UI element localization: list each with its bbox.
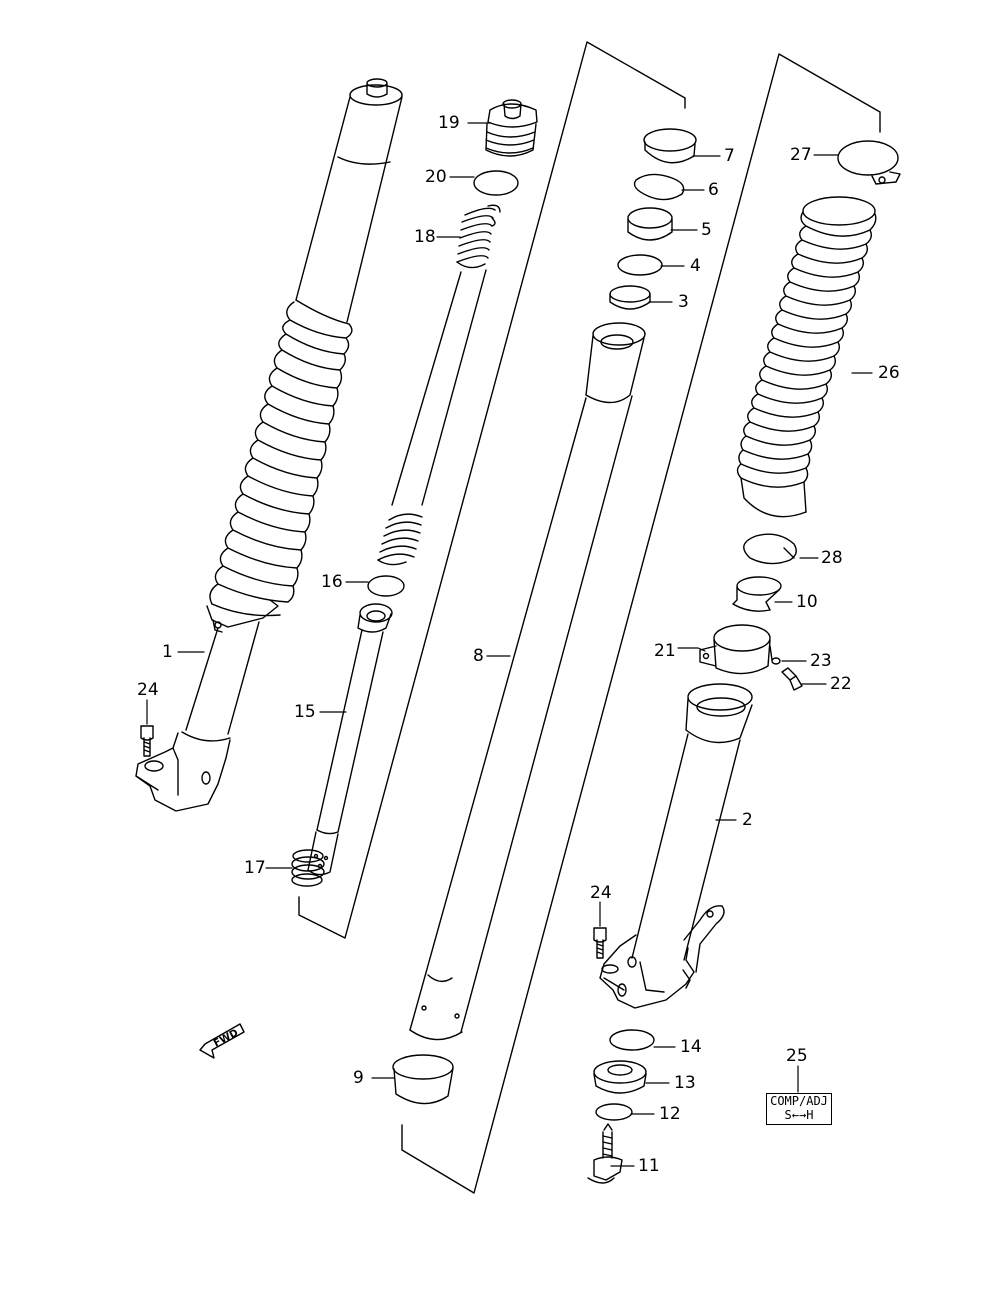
bolt-part-24-right <box>593 927 607 959</box>
label-part-28: 28 <box>821 548 843 568</box>
bushing-part-9 <box>392 1054 454 1105</box>
label-part-25: 25 <box>786 1046 808 1066</box>
label-part-6: 6 <box>708 180 719 200</box>
screw-part-22 <box>781 667 803 691</box>
label-part-4: 4 <box>690 256 701 276</box>
bushing-part-10 <box>732 576 782 612</box>
label-part-22: 22 <box>830 674 852 694</box>
label-part-1: 1 <box>162 642 173 662</box>
label-part-24-left: 24 <box>137 680 159 700</box>
washer-part-4 <box>617 254 663 276</box>
label-part-7: 7 <box>724 146 735 166</box>
leader-lines <box>146 122 873 1167</box>
boot-clamp-part-21 <box>699 624 773 675</box>
fork-bellows <box>209 301 353 617</box>
label-part-15: 15 <box>294 702 316 722</box>
label-part-23: 23 <box>810 651 832 671</box>
hose-clamp-part-27 <box>837 140 901 185</box>
label-part-26: 26 <box>878 363 900 383</box>
inner-tube-part-8 <box>409 322 646 1041</box>
label-part-10: 10 <box>796 592 818 612</box>
label-part-5: 5 <box>701 220 712 240</box>
fwd-arrow-icon <box>199 1023 245 1059</box>
comp-adj-note: COMP/ADJ S←→H <box>766 1093 832 1125</box>
dust-seal-part-7 <box>643 128 697 164</box>
bushing-part-3 <box>609 285 651 310</box>
o-ring-part-14 <box>609 1029 655 1051</box>
spring-part-17 <box>291 849 325 887</box>
spring-part-18 <box>377 204 501 566</box>
o-ring-part-12 <box>595 1103 633 1121</box>
label-part-3: 3 <box>678 292 689 312</box>
label-part-21: 21 <box>654 641 676 661</box>
circlip-part-28 <box>743 533 797 565</box>
label-part-19: 19 <box>438 113 460 133</box>
fork-boot-part-26 <box>736 196 877 518</box>
adjuster-part-11 <box>587 1123 623 1184</box>
o-ring-part-20 <box>473 170 519 196</box>
damper-rod-part-15 <box>307 603 393 876</box>
label-part-2: 2 <box>742 810 753 830</box>
label-part-24-right: 24 <box>590 883 612 903</box>
washer-part-23 <box>771 657 781 665</box>
bolt-part-24-left <box>140 725 154 757</box>
outer-tube-part-2 <box>599 683 753 1009</box>
ring-part-6 <box>633 173 685 201</box>
label-part-20: 20 <box>425 167 447 187</box>
ring-part-16 <box>367 575 405 597</box>
oil-seal-part-5 <box>627 207 673 241</box>
bracket-right <box>401 53 881 1194</box>
bracket-left <box>298 41 686 939</box>
label-part-17: 17 <box>244 858 266 878</box>
label-part-12: 12 <box>659 1104 681 1124</box>
label-part-11: 11 <box>638 1156 660 1176</box>
cap-bolt-part-19 <box>485 99 538 157</box>
label-part-18: 18 <box>414 227 436 247</box>
label-part-16: 16 <box>321 572 343 592</box>
fork-assembly-part-1 <box>135 78 403 812</box>
label-part-14: 14 <box>680 1037 702 1057</box>
comp-adj-note-line2: S←→H <box>784 1108 814 1122</box>
comp-adj-note-line1: COMP/ADJ <box>770 1094 828 1108</box>
label-part-8: 8 <box>473 646 484 666</box>
label-part-9: 9 <box>353 1068 364 1088</box>
label-part-27: 27 <box>790 145 812 165</box>
seal-part-13 <box>593 1060 647 1094</box>
label-part-13: 13 <box>674 1073 696 1093</box>
